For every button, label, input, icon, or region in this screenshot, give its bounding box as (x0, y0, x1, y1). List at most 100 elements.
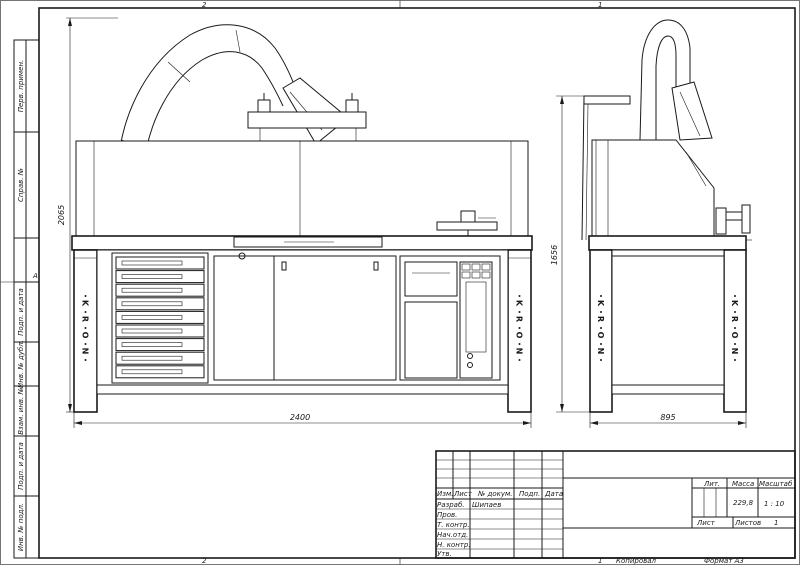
drawer (115, 324, 205, 338)
socket (461, 271, 471, 279)
tb-sheet-label: Лист (696, 519, 716, 527)
drawer (115, 256, 205, 270)
tb-row-checked: Пров. (437, 511, 457, 519)
leg-hole (734, 295, 736, 297)
zone-label-top-right: 1 (598, 1, 602, 9)
front-view: K R O N K R O N 2400 2065 (57, 17, 533, 428)
tb-col-mass: Масса (732, 480, 754, 488)
tb-col-sign: Подп. (519, 490, 540, 498)
back-panel (75, 140, 529, 237)
tb-mass-value: 229,8 (733, 499, 754, 507)
leg-hole (84, 311, 87, 313)
leg-hole (518, 343, 521, 345)
side-strip (13, 39, 40, 559)
tb-developer-name: Шипаев (472, 501, 501, 509)
drawer (115, 283, 205, 297)
brand-letter: N (730, 348, 739, 355)
front-width-dimension (73, 412, 532, 428)
fume-extraction-arm (116, 24, 367, 233)
leg-hole (600, 343, 602, 345)
leg-hole (600, 327, 602, 329)
zone-label-bottom-right: 1 (598, 557, 602, 565)
brand-letter: R (596, 316, 605, 322)
drawers (115, 256, 205, 379)
leg-hole (734, 343, 736, 345)
drawer (115, 297, 205, 311)
drawer (115, 351, 205, 365)
power-sockets (461, 263, 491, 279)
door-left (213, 255, 275, 381)
brand-letter: O (81, 332, 90, 339)
tb-sheets-value: 1 (774, 519, 778, 527)
leg-hole (84, 295, 87, 297)
brand-letter: R (81, 316, 90, 322)
brand-letter: R (730, 316, 739, 322)
side-label-dup-inv: Инв. № дубл. (17, 340, 25, 388)
brand-letter: O (515, 332, 524, 339)
side-label-sign-date-2: Подп. и дата (17, 442, 25, 490)
tb-col-date: Дата (544, 490, 563, 498)
leg-hole (518, 295, 521, 297)
leg-dots (84, 295, 521, 361)
drawer (115, 365, 205, 379)
side-height-value: 1656 (550, 245, 559, 265)
tb-row-tech-control: Т. контр. (437, 521, 470, 529)
footer-copied: Копировал (616, 557, 657, 565)
tb-row-dept-head: Нач.отд. (437, 531, 468, 539)
leg-hole (600, 359, 602, 361)
leg-hole (734, 311, 736, 313)
side-width-dimension (589, 412, 747, 428)
front-left-leg-brand: K R O N (81, 300, 90, 354)
tb-col-change: Изм. (437, 490, 453, 498)
brand-letter: O (596, 332, 605, 339)
front-width-value: 2400 (290, 413, 310, 422)
drawer (115, 338, 205, 352)
socket (471, 271, 481, 279)
leg-hole (84, 327, 87, 329)
tb-scale-value: 1 : 10 (764, 500, 785, 508)
footer-format: Формат А3 (704, 557, 744, 565)
drawer (115, 310, 205, 324)
side-left-leg-brand: K R O N (596, 300, 605, 354)
tb-sheets-label: Листов (734, 519, 761, 527)
socket (471, 263, 481, 271)
side-label-first-use: Перв. примен. (17, 60, 25, 113)
leg-hole (600, 295, 602, 297)
side-height-dimension (556, 95, 590, 413)
leg-dots (600, 295, 736, 361)
side-label-orig-inv: Инв. № подл. (17, 503, 25, 551)
zone-label-top-left: 2 (202, 1, 207, 9)
leg-hole (518, 327, 521, 329)
brand-letter: K (596, 300, 605, 307)
side-label-ref-no: Справ. № (17, 168, 25, 202)
tb-col-lit: Лит. (703, 480, 720, 488)
leg-hole (84, 343, 87, 345)
brand-letter: K (515, 300, 524, 307)
door-right (273, 255, 397, 381)
brand-letter: R (515, 316, 524, 322)
brand-letter: K (730, 300, 739, 307)
brand-letter: N (81, 348, 90, 355)
side-view: K R O N K R O N 895 1656 (550, 19, 752, 428)
brand-letter: O (730, 332, 739, 339)
tb-col-scale: Масштаб (759, 480, 793, 488)
zone-label-bottom-left: 2 (202, 557, 207, 565)
zone-label-row-a: А (32, 272, 38, 280)
side-worktop (588, 235, 747, 251)
side-width-value: 895 (660, 413, 675, 422)
socket (481, 263, 491, 271)
brand-letter: N (515, 348, 524, 355)
socket (481, 271, 491, 279)
side-right-leg-brand: K R O N (730, 300, 739, 354)
leg-hole (734, 359, 736, 361)
bench-vise (436, 210, 498, 238)
front-right-leg-brand: K R O N (515, 300, 524, 354)
tb-col-sheet: Лист (453, 490, 473, 498)
front-height-value: 2065 (57, 205, 66, 225)
tb-row-approved: Утв. (437, 550, 452, 558)
leg-hole (600, 311, 602, 313)
side-label-sign-date-1: Подп. и дата (17, 288, 25, 336)
brand-letter: N (596, 348, 605, 355)
leg-hole (84, 359, 87, 361)
